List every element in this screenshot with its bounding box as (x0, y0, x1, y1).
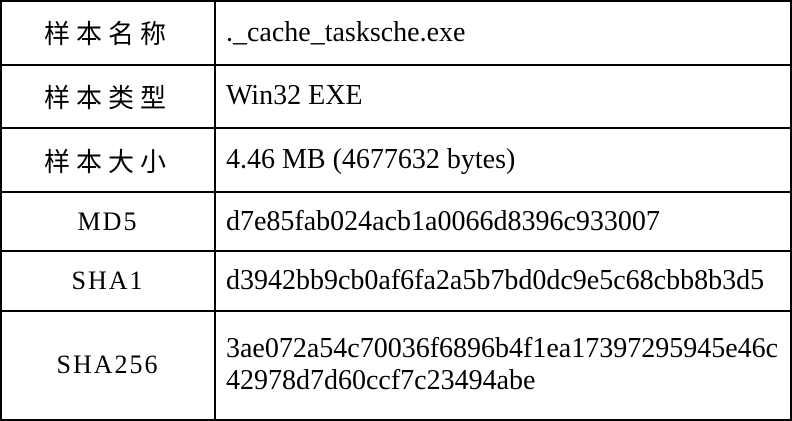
table-row: SHA1 d3942bb9cb0af6fa2a5b7bd0dc9e5c68cbb… (0, 250, 792, 312)
table-row: 样本名称 ._cache_tasksche.exe (0, 0, 792, 66)
table-row: SHA256 3ae072a54c70036f6896b4f1ea1739729… (0, 309, 792, 421)
sample-size-value: 4.46 MB (4677632 bytes) (214, 127, 792, 194)
table-row: 样本类型 Win32 EXE (0, 63, 792, 130)
sha256-value: 3ae072a54c70036f6896b4f1ea17397295945e46… (214, 309, 792, 421)
sample-type-label: 样本类型 (0, 63, 216, 130)
sample-name-value: ._cache_tasksche.exe (214, 0, 792, 66)
sha1-value: d3942bb9cb0af6fa2a5b7bd0dc9e5c68cbb8b3d5 (214, 250, 792, 312)
table-row: MD5 d7e85fab024acb1a0066d8396c933007 (0, 191, 792, 253)
sha256-label: SHA256 (0, 309, 216, 421)
table-row: 样本大小 4.46 MB (4677632 bytes) (0, 127, 792, 194)
sample-name-label: 样本名称 (0, 0, 216, 66)
sample-size-label: 样本大小 (0, 127, 216, 194)
md5-value: d7e85fab024acb1a0066d8396c933007 (214, 191, 792, 253)
md5-label: MD5 (0, 191, 216, 253)
sha1-label: SHA1 (0, 250, 216, 312)
sample-type-value: Win32 EXE (214, 63, 792, 130)
